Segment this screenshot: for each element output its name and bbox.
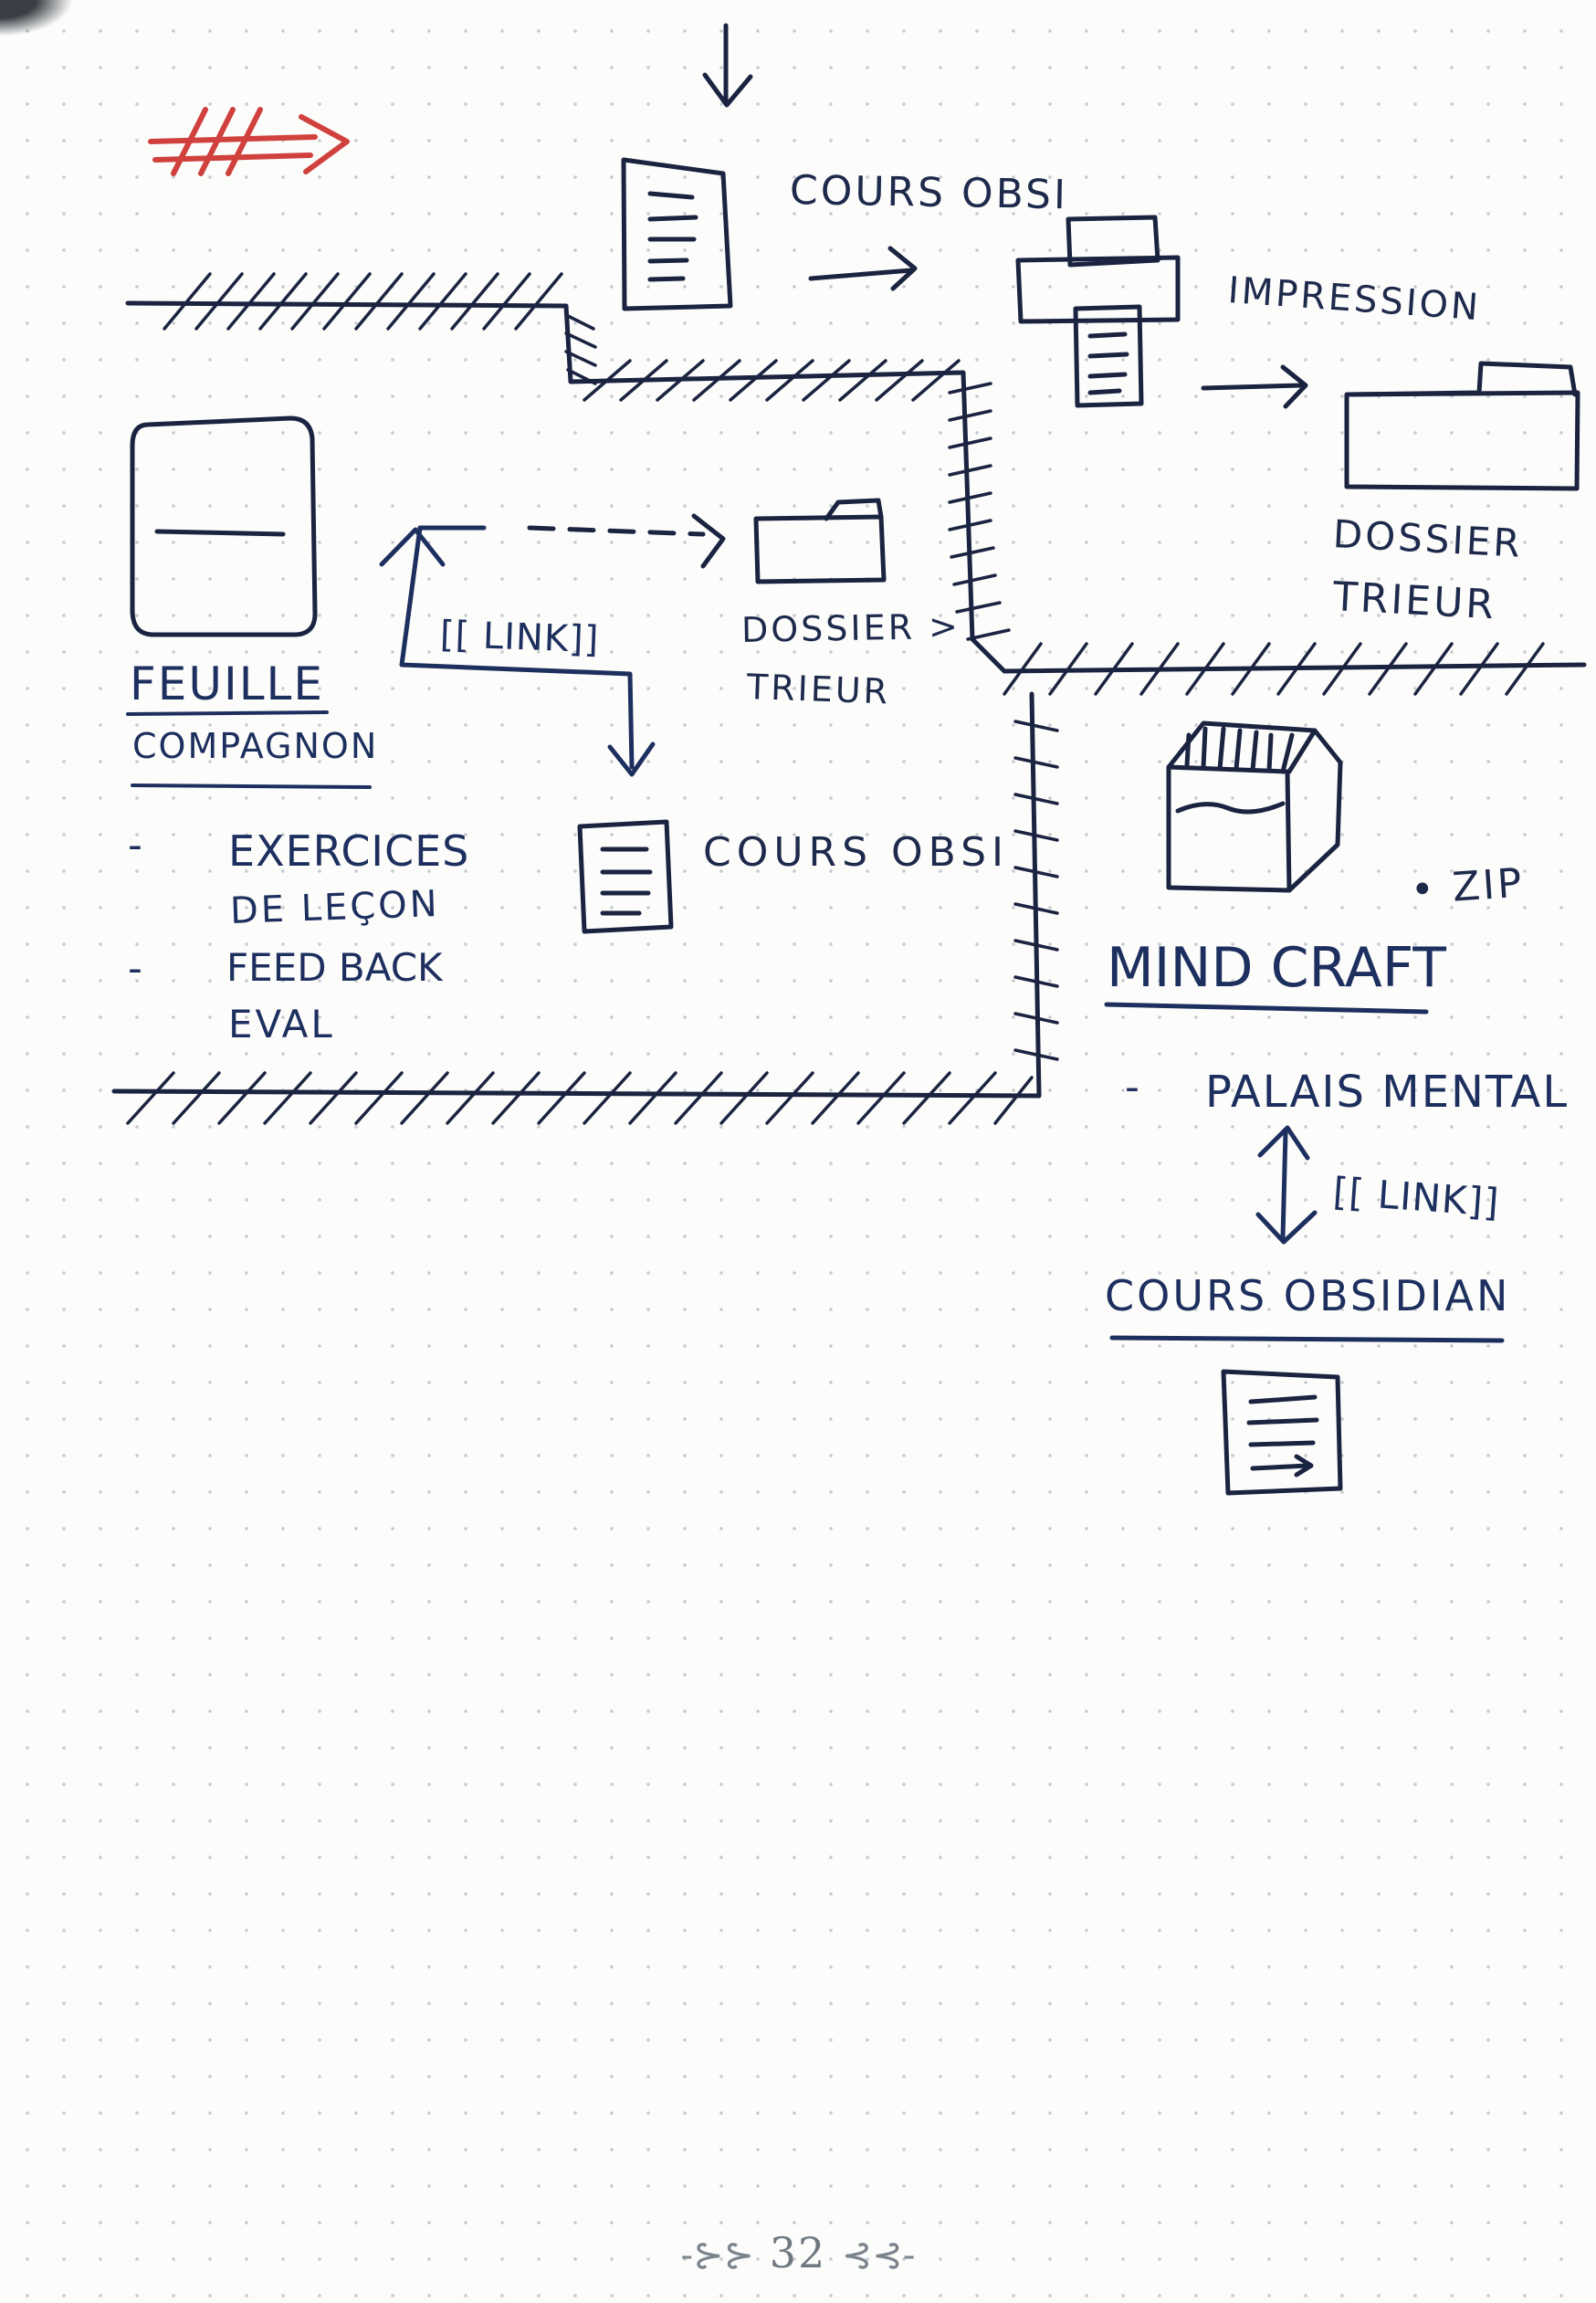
cours-obsidian-underline — [1109, 1335, 1505, 1343]
label-link-left: [[ LINK]] — [439, 614, 601, 662]
printer-icon — [1015, 215, 1181, 408]
double-arrow-icon — [1255, 1125, 1318, 1245]
label-cours-obsi-mid: COURS OBSI — [703, 829, 1009, 876]
right-arrow-icon — [1201, 364, 1308, 409]
red-hash-arrow-icon — [148, 107, 350, 176]
list-item-eval: EVAL — [228, 1002, 335, 1046]
label-mindcraft: MIND CRAFT — [1107, 936, 1446, 1000]
ornament-left-icon: -⊱⊱ — [680, 2235, 755, 2277]
tablet-sheet-icon — [130, 415, 318, 637]
folder-icon — [753, 498, 887, 584]
label-zip: • ZIP — [1409, 859, 1527, 914]
label-palais-mental: PALAIS MENTAL — [1205, 1067, 1570, 1118]
right-arrow-icon — [808, 246, 918, 291]
list-dash: - — [128, 945, 145, 992]
feuille-underline — [126, 710, 329, 716]
list-item-feed-back: FEED BACK — [226, 945, 443, 990]
list-dash: - — [128, 822, 145, 868]
folder-icon — [1344, 361, 1580, 491]
document-icon — [621, 157, 733, 311]
label-dossier-trieur-right-2: TRIEUR — [1331, 573, 1498, 629]
link-bracket-arrow — [379, 525, 656, 777]
page-number: -⊱⊱ 32 ⊰⊰- — [0, 2228, 1596, 2277]
page-number-value: 32 — [769, 2228, 827, 2277]
down-arrow-icon — [702, 23, 753, 108]
list-item-de-lecon: DE LEÇON — [229, 882, 441, 932]
list-item-exercices: EXERCICES — [228, 826, 470, 876]
label-cours-obsi-top: COURS OBSI — [789, 167, 1069, 219]
list-dash: - — [1125, 1064, 1142, 1110]
hatched-boundary — [111, 272, 1587, 1125]
zip-archive-box-icon — [1166, 720, 1343, 893]
document-icon — [577, 819, 674, 934]
ornament-right-icon: ⊰⊰- — [841, 2235, 916, 2277]
label-compagnon: COMPAGNON — [132, 726, 379, 766]
document-icon — [1221, 1369, 1343, 1496]
label-cours-obsidian: COURS OBSIDIAN — [1105, 1271, 1511, 1320]
label-feuille: FEUILLE — [130, 657, 324, 710]
compagnon-underline — [131, 783, 372, 789]
mindcraft-underline — [1104, 1002, 1429, 1015]
label-dossier-trieur-mid-1: DOSSIER > — [740, 605, 961, 650]
dashed-arrow-icon — [527, 513, 726, 569]
label-dossier-trieur-mid-2: TRIEUR — [746, 667, 891, 712]
